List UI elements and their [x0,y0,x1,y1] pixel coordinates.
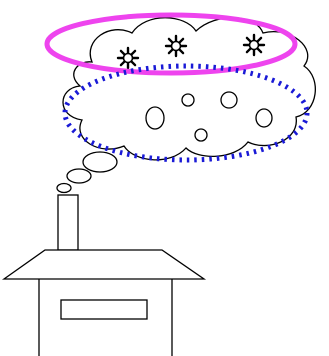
trail-puff-medium [67,169,91,183]
bubble-circle-icon [256,109,272,127]
chimney [58,195,78,250]
house [4,195,204,356]
trail-puff-small [57,184,71,193]
trail-puff-large [83,152,117,172]
sun-icon [118,48,138,68]
house-window [61,300,147,319]
bubble-circle-icon [146,107,164,129]
sun-icon [244,35,264,55]
sun-icon [166,36,186,56]
bubble-circle-icon [221,92,237,108]
bubble-circle-icon [195,129,207,141]
thought-cloud [63,18,315,160]
house-roof [4,250,204,279]
thought-trail [57,152,117,193]
bubble-circle-icon [182,94,194,106]
